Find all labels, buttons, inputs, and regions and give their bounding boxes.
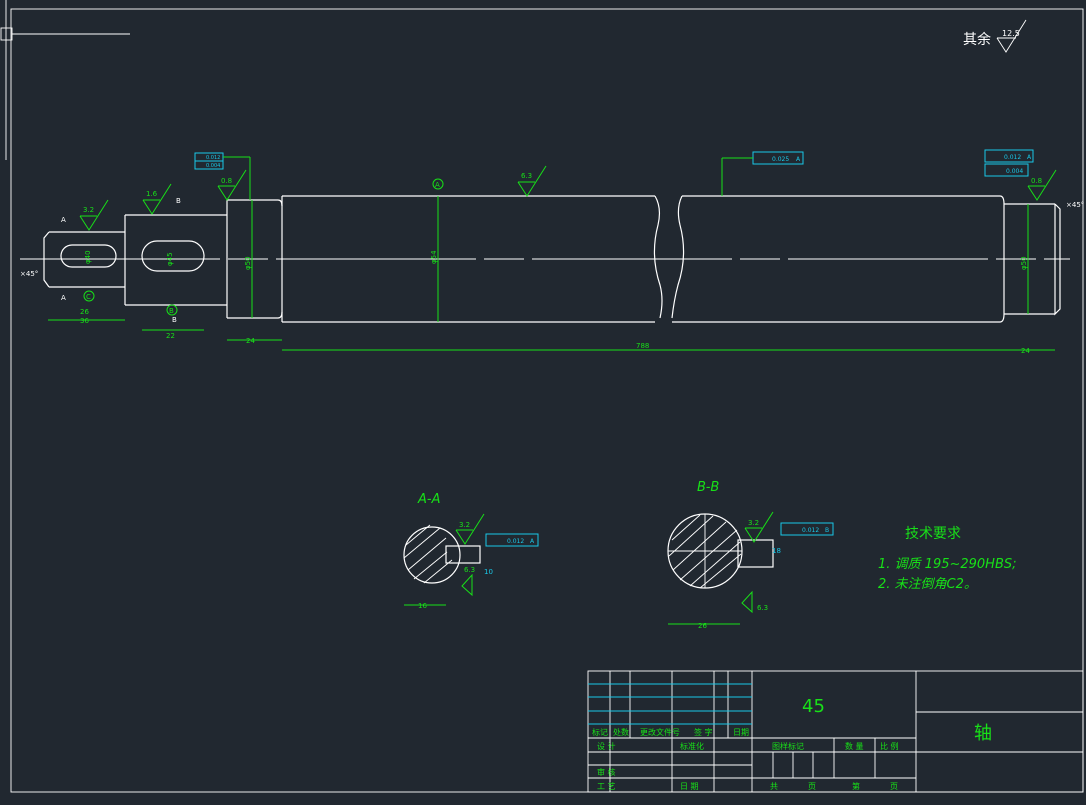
tb-designer: 设 计 bbox=[597, 741, 616, 751]
dim-len-3: 22 bbox=[166, 332, 175, 340]
shaft-dimensions: 788 24 24 26 36 22 φ54 φ50 φ50 φ40 φ45 ×… bbox=[20, 196, 1084, 355]
section-b-datum: B bbox=[825, 527, 829, 534]
section-marker-b-top: B bbox=[176, 197, 181, 205]
dim-total-length: 788 bbox=[636, 342, 649, 350]
tb-header-change: 更改文件号 bbox=[640, 727, 680, 737]
dim-len-2: 36 bbox=[80, 317, 89, 325]
section-a-a: A-A 16 3.2 6.3 0.012 A 10 bbox=[403, 492, 539, 610]
roughness-other-value: 12.5 bbox=[1002, 29, 1020, 38]
tb-page: 页 bbox=[808, 782, 816, 791]
section-b-tol: 0.012 bbox=[802, 527, 819, 534]
shaft-datums: A B C A A B B bbox=[61, 178, 444, 324]
roughness-mark-2: 1.6 bbox=[146, 190, 158, 198]
section-a-tol: 0.012 bbox=[507, 538, 524, 545]
tb-quantity: 数 量 bbox=[845, 741, 864, 751]
tol-left-1: 0.012 bbox=[206, 155, 220, 161]
section-marker-a-top: A bbox=[61, 216, 66, 224]
section-a-depth: 10 bbox=[484, 568, 493, 576]
dim-key-b: φ45 bbox=[166, 252, 174, 266]
technical-notes: 技术要求 1. 调质 195~290HBS; 2. 未注倒角C2。 bbox=[878, 526, 1017, 592]
section-b-depth: 18 bbox=[772, 547, 781, 555]
tb-stage: 图样标记 bbox=[772, 741, 804, 751]
tb-date: 日 期 bbox=[680, 782, 699, 791]
tol-left-2: 0.004 bbox=[206, 163, 220, 169]
tb-process: 工 艺 bbox=[597, 782, 616, 791]
section-b-roughness: 3.2 bbox=[748, 519, 759, 527]
dim-main-diameter: φ54 bbox=[430, 250, 438, 264]
tb-scale: 比 例 bbox=[880, 741, 899, 751]
section-a-width: 16 bbox=[418, 602, 427, 610]
shaft-outline bbox=[20, 195, 1070, 323]
dim-len-4: 24 bbox=[246, 337, 255, 345]
tol-right-2: 0.004 bbox=[1006, 168, 1023, 175]
section-b-roughness2: 6.3 bbox=[757, 604, 768, 612]
tb-material: 45 bbox=[802, 696, 825, 717]
dim-left-step: φ50 bbox=[244, 256, 252, 270]
tb-header-date: 日期 bbox=[733, 728, 749, 737]
datum-c: C bbox=[86, 293, 91, 301]
section-marker-b-bottom: B bbox=[172, 316, 177, 324]
roughness-mark-3: 0.8 bbox=[221, 177, 232, 185]
roughness-other: 其余 12.5 bbox=[963, 19, 1027, 53]
roughness-mark-4: 6.3 bbox=[521, 172, 532, 180]
tb-header-mark: 标记 bbox=[592, 727, 608, 737]
tb-review: 审 核 bbox=[597, 767, 616, 777]
datum-b: B bbox=[169, 307, 174, 315]
tol-mid-value: 0.025 bbox=[772, 156, 789, 163]
datum-a: A bbox=[435, 181, 440, 189]
chamfer-right: ×45° bbox=[1066, 201, 1084, 209]
notes-item-2: 2. 未注倒角C2。 bbox=[878, 577, 977, 592]
tb-page2: 页 bbox=[890, 782, 898, 791]
dim-len-5: 24 bbox=[1021, 347, 1030, 355]
section-a-roughness2: 6.3 bbox=[464, 566, 475, 574]
tolerance-frames: 0.012 0.004 0.025 A 0.012 A 0.004 bbox=[194, 149, 1034, 200]
dim-len-1: 26 bbox=[80, 308, 89, 316]
notes-item-1: 1. 调质 195~290HBS; bbox=[878, 557, 1017, 572]
tb-header-sign: 签 字 bbox=[694, 727, 713, 737]
roughness-mark-1: 3.2 bbox=[83, 206, 94, 214]
section-a-datum: A bbox=[530, 538, 535, 545]
tb-header-count: 处数 bbox=[613, 727, 629, 737]
tol-right-1: 0.012 bbox=[1004, 154, 1021, 161]
section-b-b: B-B 26 3.2 6.3 0.012 B 18 bbox=[667, 480, 834, 630]
tb-standard: 标准化 bbox=[680, 741, 704, 751]
chamfer-left: ×45° bbox=[20, 270, 38, 278]
section-a-roughness: 3.2 bbox=[459, 521, 470, 529]
section-b-width: 26 bbox=[698, 622, 707, 630]
tb-total: 共 bbox=[770, 782, 778, 791]
tol-mid-datum: A bbox=[796, 156, 801, 163]
title-block: 标记 处数 更改文件号 签 字 日期 设 计 标准化 审 核 工 艺 日 期 图… bbox=[587, 670, 1084, 793]
tb-part-name: 轴 bbox=[974, 723, 992, 744]
notes-title: 技术要求 bbox=[905, 526, 961, 542]
tol-right-datum: A bbox=[1027, 154, 1032, 161]
dim-key-a: φ40 bbox=[84, 250, 92, 264]
tb-sheet: 第 bbox=[852, 781, 860, 791]
section-b-title: B-B bbox=[697, 480, 719, 495]
roughness-other-label: 其余 bbox=[963, 31, 991, 48]
section-a-title: A-A bbox=[417, 492, 440, 507]
shaft-roughness: 3.2 1.6 0.8 6.3 0.8 bbox=[79, 165, 1057, 231]
dim-right-step: φ50 bbox=[1020, 256, 1028, 270]
section-marker-a-bottom: A bbox=[61, 294, 66, 302]
roughness-mark-5: 0.8 bbox=[1031, 177, 1042, 185]
